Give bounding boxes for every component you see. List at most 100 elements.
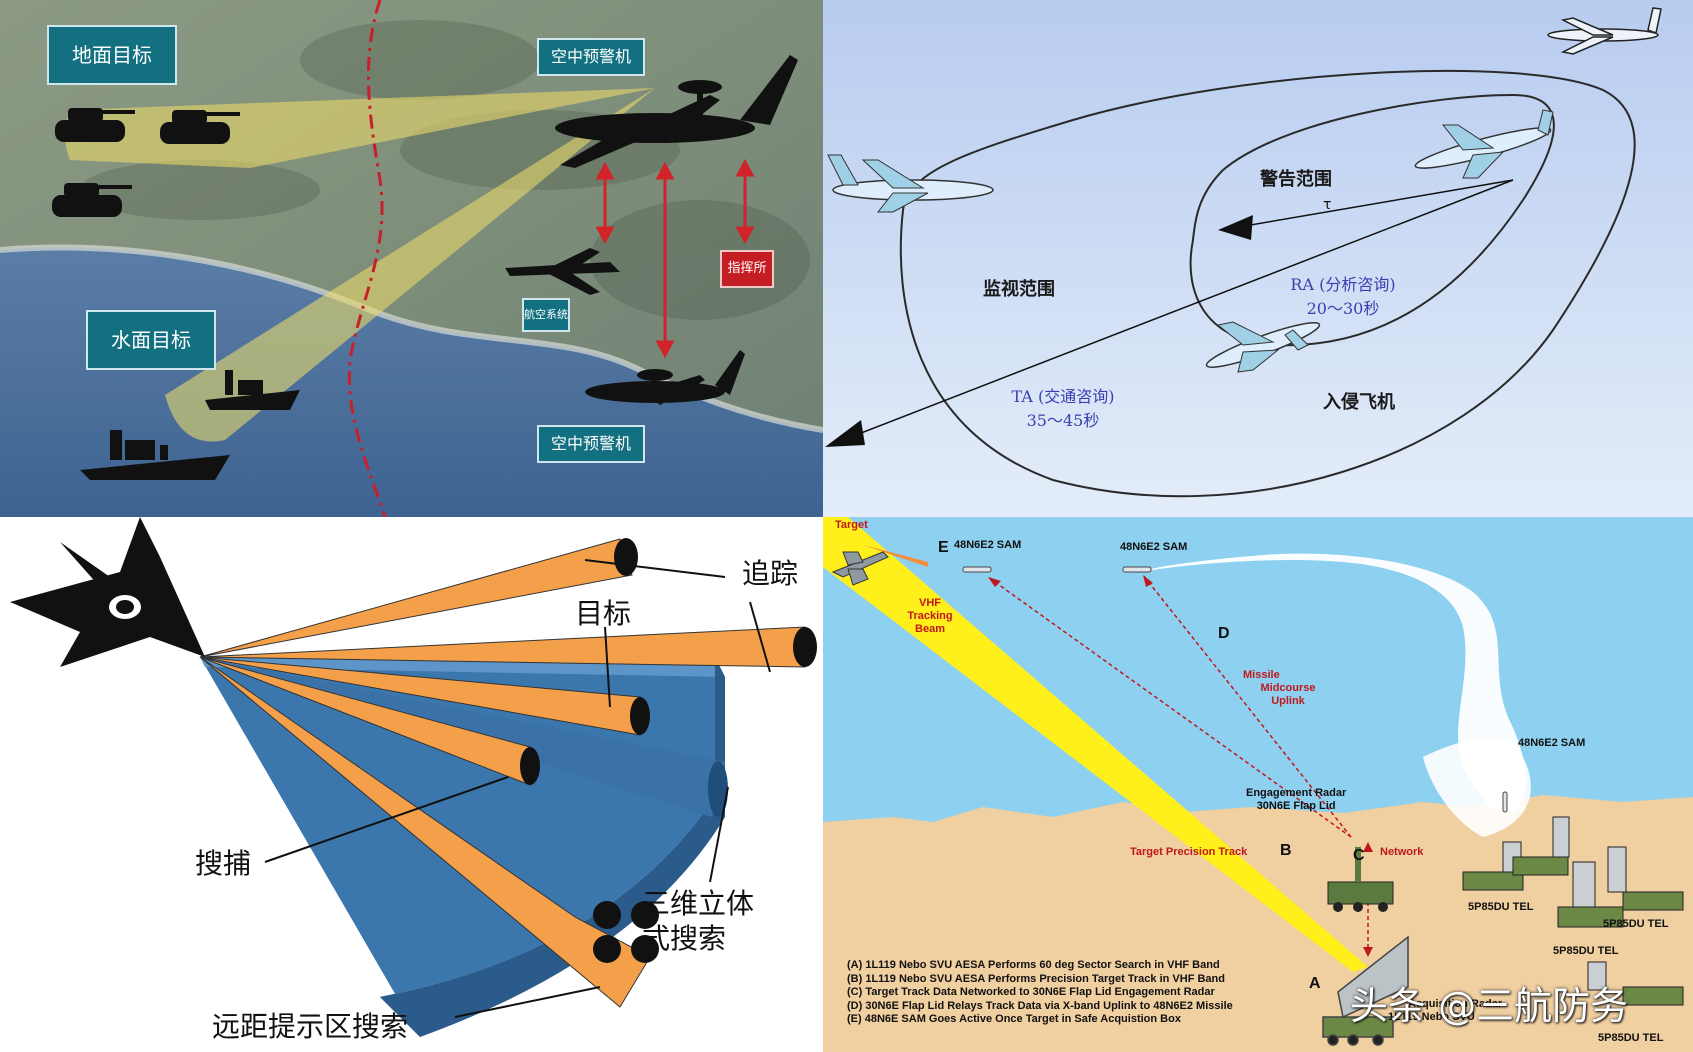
ra-label: RA (分析咨询) 20～30秒 (1263, 273, 1423, 321)
uplink-arrows (987, 574, 1369, 947)
s400-scene (823, 517, 1693, 1052)
vhf-beam-label: VHF Tracking Beam (905, 597, 955, 636)
airliner-icon (1414, 109, 1554, 179)
a-letter: A (1309, 975, 1321, 992)
aew-aircraft-icon (585, 350, 745, 405)
acquisition-beam (199, 656, 540, 786)
sea-target-label: 水面目标 (86, 310, 216, 370)
ta-label: TA (交通咨询) 35～45秒 (983, 385, 1143, 433)
sam-e-label: 48N6E2 SAM (954, 539, 1022, 551)
ta-arrow (825, 420, 865, 447)
network-label: Network (1380, 846, 1424, 858)
legend-d: (D) 30N6E Flap Lid Relays Track Data via… (847, 999, 1233, 1012)
acq-radar-label: Acquisition Radar (1408, 998, 1503, 1010)
tel-label-4: 5P85DU TEL (1598, 1032, 1664, 1044)
nebo-label: 1L119 Nebo SVU (1388, 1011, 1475, 1023)
vhf-line-3: Beam (915, 623, 945, 635)
vhf-line-2: Tracking (907, 610, 953, 622)
target-beam-2 (199, 656, 650, 736)
aew-scene (0, 0, 823, 517)
b-letter: B (1280, 842, 1292, 859)
ground (823, 795, 1693, 1052)
engagement-line-1: Engagement Radar (1246, 787, 1347, 799)
acquisition-label: 搜捕 (195, 847, 252, 880)
air-system-label: 航空系统 (522, 298, 570, 332)
aew-panel: 地面目标 水面目标 空中预警机 空中预警机 指挥所 航空系统 (0, 0, 823, 517)
vhf-line-1: VHF (919, 597, 941, 609)
stealth-fighter-icon (10, 517, 205, 667)
ta-line1: TA (交通咨询) (1011, 387, 1115, 406)
beam-sea (165, 88, 655, 442)
tel-label-1: 5P85DU TEL (1468, 901, 1534, 913)
uplink-label: Missile Midcourse Uplink (1243, 669, 1333, 708)
legend-b: (B) 1L119 Nebo SVU AESA Performs Precisi… (847, 972, 1225, 985)
aew-bottom-label: 空中预警机 (537, 425, 645, 463)
tracking-beam (199, 538, 638, 658)
missile-icon (962, 566, 1508, 813)
tcas-scene (823, 0, 1693, 517)
command-post-label: 指挥所 (720, 250, 774, 288)
distant-aircraft-icon (1547, 7, 1662, 55)
tracking-label: 追踪 (742, 557, 799, 590)
target-label: Target (835, 519, 868, 531)
border-line (347, 0, 387, 517)
airliner-icon (827, 154, 994, 213)
ship-icon (205, 370, 300, 410)
uplink-line-1: Missile (1243, 669, 1280, 681)
uplink-line-2: Midcourse (1260, 682, 1316, 694)
tel-label-2: 5P85DU TEL (1603, 918, 1669, 930)
legend-a: (A) 1L119 Nebo SVU AESA Performs 60 deg … (847, 959, 1220, 971)
vhf-beam (823, 517, 1368, 972)
surveillance-range-label: 监视范围 (983, 279, 1055, 300)
fighter-icon (505, 248, 620, 295)
target-label: 目标 (575, 597, 632, 630)
intruder-airliner-icon (1205, 321, 1321, 373)
ra-line1: RA (分析咨询) (1290, 275, 1396, 294)
radar-modes-scene (0, 517, 823, 1052)
tank-icon (52, 183, 132, 217)
tel-icon (1462, 816, 1684, 1006)
ground-target-label: 地面目标 (47, 25, 177, 85)
tau-arrow (1218, 215, 1253, 240)
tau-label: τ (1323, 197, 1332, 213)
e-letter: E (938, 539, 949, 556)
link-arrows (595, 158, 755, 359)
tel-label-3: 5P85DU TEL (1553, 945, 1619, 957)
tcas-panel: 警告范围 监视范围 入侵飞机 τ RA (分析咨询) 20～30秒 TA (交通… (823, 0, 1693, 517)
volume-search-label-2: 式搜索 (642, 922, 727, 955)
engagement-radar-icon (1327, 847, 1394, 912)
sam-top-label: 48N6E2 SAM (1120, 541, 1188, 553)
legend-e: (E) 48N6E SAM Goes Active Once Target in… (847, 1013, 1181, 1025)
s400-panel: Target E 48N6E2 SAM 48N6E2 SAM 48N6E2 SA… (823, 517, 1693, 1052)
target-beam (199, 626, 817, 668)
engagement-radar-label: Engagement Radar 30N6E Flap Lid (1246, 787, 1346, 813)
surveillance-envelope (899, 69, 1636, 498)
uplink-line-3: Uplink (1271, 695, 1305, 707)
long-range-cue-label: 远距提示区搜索 (212, 1010, 409, 1043)
legend: (A) 1L119 Nebo SVU AESA Performs 60 deg … (847, 959, 1233, 1027)
long-range-beams (199, 656, 659, 1008)
ship-icon (80, 430, 230, 480)
ta-line2: 35～45秒 (1026, 411, 1100, 430)
precision-track-label: Target Precision Track (1130, 846, 1248, 858)
leader-lines (264, 559, 771, 1018)
volume-search-label-1: 三维立体 (642, 887, 755, 920)
warning-range-label: 警告范围 (1260, 169, 1332, 190)
aew-aircraft-icon (555, 55, 798, 168)
engagement-line-2: 30N6E Flap Lid (1256, 800, 1336, 812)
aew-top-label: 空中预警机 (537, 38, 645, 76)
intruder-label: 入侵飞机 (1323, 392, 1395, 413)
tank-icon (160, 110, 240, 144)
arrow-heads (988, 575, 1373, 957)
sam-launch-label: 48N6E2 SAM (1518, 737, 1586, 749)
radar-modes-panel: 追踪 目标 搜捕 三维立体 式搜索 远距提示区搜索 (0, 517, 823, 1052)
nebo-aesa-icon (1322, 935, 1409, 1046)
target-jet-icon (831, 551, 889, 586)
c-letter: C (1353, 847, 1365, 864)
d-letter: D (1218, 625, 1230, 642)
ra-line2: 20～30秒 (1306, 299, 1380, 318)
legend-c: (C) Target Track Data Networked to 30N6E… (847, 986, 1215, 998)
beam-ground (65, 88, 655, 168)
watermark: 头条 @三航防务 (1350, 984, 1629, 1028)
tank-icon (55, 108, 135, 142)
